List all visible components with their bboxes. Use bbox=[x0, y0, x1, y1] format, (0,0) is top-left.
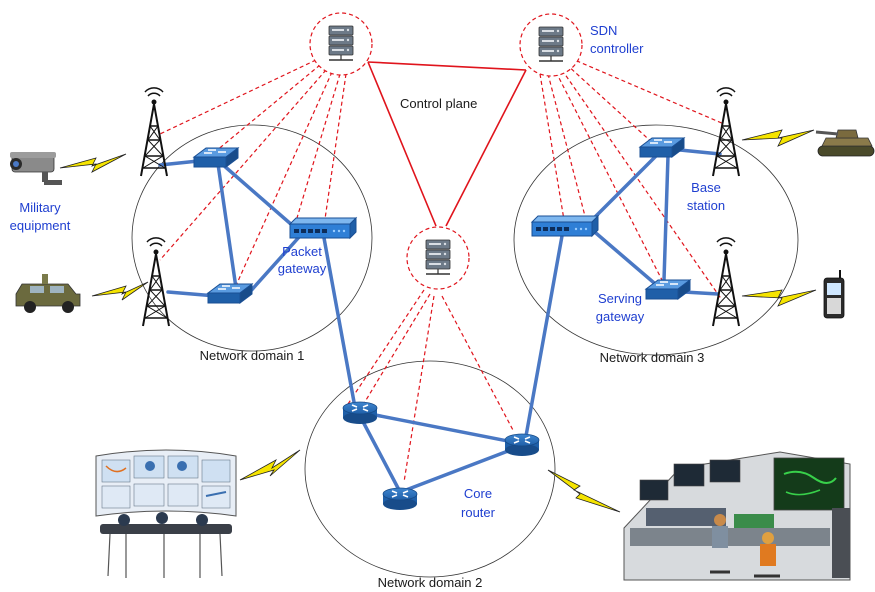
network-domain-3-boundary bbox=[513, 124, 799, 356]
router-icon[interactable] bbox=[382, 487, 418, 511]
camera-icon bbox=[10, 152, 62, 185]
control-plane-label: Control plane bbox=[400, 96, 477, 111]
router-icon[interactable] bbox=[504, 433, 540, 457]
military-equipment-label: equipment bbox=[10, 218, 71, 233]
military-vehicle-icon bbox=[15, 274, 81, 313]
network-domain-1-label: Network domain 1 bbox=[200, 348, 305, 363]
mobile-phone-icon bbox=[823, 270, 845, 319]
tank-icon bbox=[815, 129, 875, 157]
control-plane-links bbox=[367, 61, 527, 227]
cell-tower-icon[interactable] bbox=[712, 236, 740, 327]
core-router-label: router bbox=[461, 505, 496, 520]
server-icon[interactable] bbox=[328, 25, 354, 61]
military-equipment-label: Military bbox=[19, 200, 61, 215]
base-station-label: station bbox=[687, 198, 725, 213]
lightning-icon bbox=[59, 153, 127, 173]
network-domain-3-label: Network domain 3 bbox=[600, 350, 705, 365]
network-domain-1-boundary bbox=[131, 124, 373, 352]
serving-gateway-label: gateway bbox=[596, 309, 645, 324]
lightning-icon bbox=[91, 281, 149, 301]
server-icon[interactable] bbox=[425, 239, 451, 275]
sdn-controller-label: SDN bbox=[590, 23, 617, 38]
cell-tower-icon[interactable] bbox=[712, 86, 740, 177]
serving-gateway-label: Serving bbox=[598, 291, 642, 306]
switch-icon[interactable] bbox=[207, 283, 253, 304]
base-station-label: Base bbox=[691, 180, 721, 195]
sdn-controller-label: controller bbox=[590, 41, 644, 56]
control-room-icon bbox=[623, 451, 851, 581]
lightning-icon bbox=[239, 449, 301, 481]
packet-gateway-label: Packet bbox=[282, 244, 322, 259]
network-domain-2-boundary bbox=[304, 360, 556, 578]
lightning-icon bbox=[741, 129, 815, 147]
gateway-icon[interactable] bbox=[289, 217, 357, 239]
server-icon[interactable] bbox=[538, 26, 564, 62]
router-icon[interactable] bbox=[342, 401, 378, 425]
lightning-icon bbox=[547, 469, 621, 513]
lightning-icon bbox=[741, 289, 817, 307]
packet-gateway-label: gateway bbox=[278, 261, 327, 276]
network-domain-2-label: Network domain 2 bbox=[378, 575, 483, 590]
cell-tower-icon[interactable] bbox=[142, 236, 170, 327]
gateway-icon[interactable] bbox=[531, 215, 599, 237]
sdn-control-dashed-links bbox=[159, 57, 725, 483]
core-router-label: Core bbox=[464, 486, 492, 501]
switch-icon[interactable] bbox=[193, 147, 239, 168]
control-room-icon bbox=[95, 449, 237, 578]
wireless-links bbox=[59, 129, 817, 513]
switch-icon[interactable] bbox=[639, 137, 685, 158]
